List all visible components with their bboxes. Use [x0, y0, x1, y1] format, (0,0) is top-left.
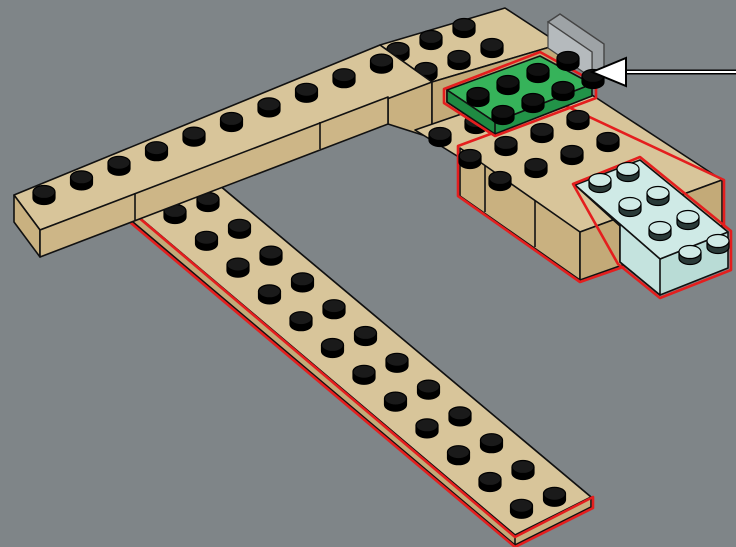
stud [480, 37, 504, 59]
stud [509, 498, 534, 519]
stud [294, 82, 319, 103]
stud [182, 126, 206, 147]
stud [415, 418, 439, 439]
stud [551, 80, 575, 102]
stud [69, 170, 94, 191]
stud [542, 486, 567, 507]
stud [676, 209, 700, 231]
stud [560, 144, 584, 166]
stud [290, 272, 315, 293]
long-tan-plate [129, 179, 595, 547]
stud [678, 244, 702, 266]
stud [618, 196, 642, 218]
stud [491, 104, 515, 126]
stud [416, 379, 441, 400]
stud [530, 122, 554, 144]
tan-beam-left [13, 44, 433, 258]
light-brick-studs [588, 161, 730, 266]
stud [566, 109, 590, 131]
stud [332, 68, 356, 89]
stud [521, 92, 545, 114]
stud [385, 352, 409, 373]
stud [511, 459, 535, 481]
stud [419, 29, 443, 51]
green-plate [442, 50, 605, 138]
stud [646, 185, 670, 207]
stud [289, 311, 313, 332]
stud [466, 86, 490, 108]
stud [226, 257, 250, 278]
stud [352, 364, 376, 385]
stud [448, 406, 472, 427]
stud [144, 141, 169, 162]
stud [648, 220, 672, 242]
stud [219, 111, 244, 133]
stud [227, 218, 252, 239]
arrow-left-icon [589, 56, 736, 88]
stud [452, 17, 476, 39]
stud [596, 131, 620, 153]
stud [428, 126, 452, 148]
left-beam-studs [32, 53, 394, 206]
stud [383, 391, 408, 412]
stud [458, 148, 482, 170]
stud [257, 97, 281, 118]
stud [353, 325, 378, 347]
stud [478, 471, 502, 493]
stud [706, 233, 730, 255]
stud [494, 135, 518, 157]
stud [322, 299, 346, 320]
stud [369, 53, 394, 74]
stud [616, 161, 640, 183]
stud [526, 62, 550, 84]
stud [488, 170, 512, 192]
stud [479, 433, 504, 454]
stud [32, 184, 56, 206]
plate-studs [163, 191, 567, 519]
stud [446, 445, 471, 466]
light-blue-brick [571, 155, 733, 300]
stud [556, 50, 580, 72]
stud [447, 49, 471, 71]
stud [257, 284, 282, 305]
back-beam-studs [386, 17, 504, 83]
stud [107, 155, 131, 176]
stud [524, 157, 548, 179]
stud [194, 230, 219, 251]
stud [496, 74, 520, 96]
stud [588, 172, 612, 194]
stud [320, 337, 345, 359]
stud [259, 245, 283, 266]
